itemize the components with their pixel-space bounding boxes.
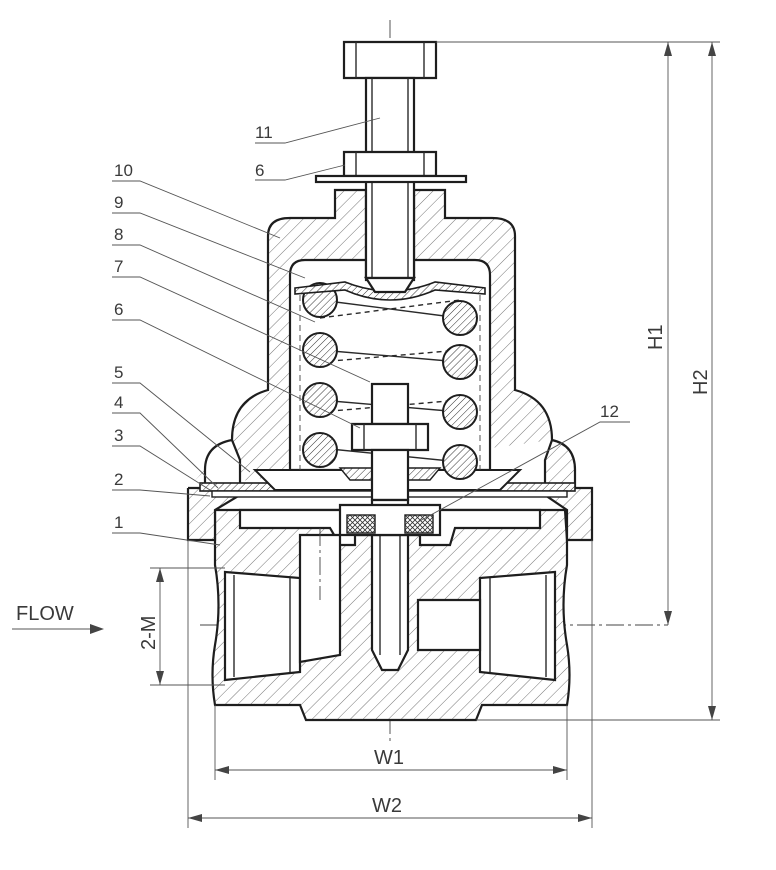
part-number-7: 7: [114, 257, 123, 276]
valve-disc: [338, 503, 442, 537]
lock-nut: [314, 150, 468, 184]
part-number-8: 8: [114, 225, 123, 244]
part-number-1: 1: [114, 513, 123, 532]
flow-label: FLOW: [16, 603, 74, 625]
dimension-w1: W1: [374, 747, 404, 769]
part-number-6-upper: 6: [255, 161, 264, 180]
port-size-label: 2-M: [138, 616, 160, 650]
part-labels: 11 6 10 9 8 7 6 5 4 3 2 1 12: [114, 123, 619, 532]
spring: [302, 282, 478, 480]
dimension-lines: [12, 41, 720, 828]
part-number-10: 10: [114, 161, 133, 180]
dimension-labels: FLOW 2-M W1 W2 H1 H2: [16, 324, 712, 817]
part-number-12: 12: [600, 402, 619, 421]
part-number-11: 11: [255, 123, 273, 142]
dimension-h1: H1: [645, 324, 667, 350]
part-number-2: 2: [114, 470, 123, 489]
part-number-4: 4: [114, 393, 123, 412]
part-number-6-lower: 6: [114, 300, 123, 319]
dimension-h2: H2: [690, 369, 712, 395]
hidden-lines: [299, 295, 481, 600]
part-number-9: 9: [114, 193, 123, 212]
dimension-w2: W2: [372, 795, 402, 817]
leader-lines: [112, 117, 630, 546]
part-number-5: 5: [114, 363, 123, 382]
part-number-3: 3: [114, 426, 123, 445]
